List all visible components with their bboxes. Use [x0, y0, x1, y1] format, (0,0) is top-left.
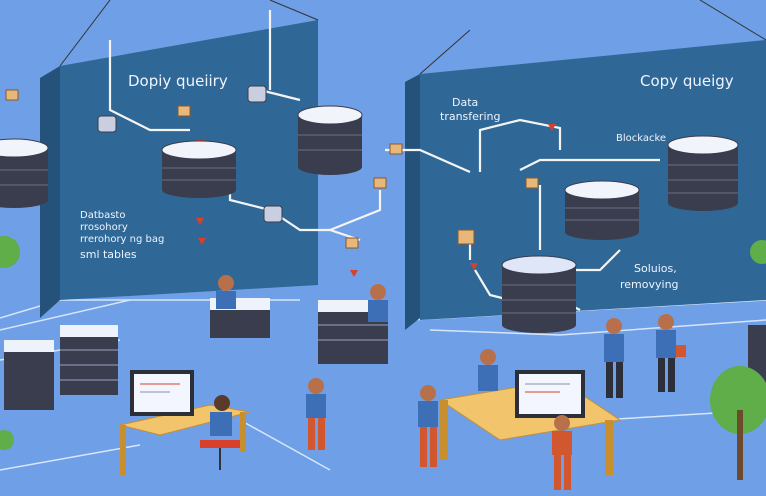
person-at-laptop: [552, 415, 572, 490]
person-standing-desk: [418, 385, 438, 467]
right-board: Copy queigy Data transfering Blockacke S…: [405, 0, 766, 330]
database-cylinder-4: [564, 180, 640, 240]
package-icons: [5, 89, 539, 249]
lock-icons: [97, 85, 283, 223]
monitor-right: [515, 370, 585, 418]
database-cylinder-main: [501, 255, 577, 333]
database-cylinder-5: [667, 135, 739, 211]
tree-left: [0, 236, 20, 450]
person-walking-center: [306, 378, 326, 450]
person-desk-chair: [200, 395, 240, 470]
right-board-title: Copy queigy: [640, 72, 734, 90]
right-board-data-line-2: transfering: [440, 110, 500, 123]
person-server-center: [368, 284, 388, 322]
right-board-blockade: Blockacke: [616, 133, 666, 144]
person-seated-left: [216, 275, 236, 309]
person-desk-right: [478, 349, 498, 391]
server-stack-left: [4, 325, 118, 410]
tree-right: [710, 366, 766, 480]
person-standing-right-2: [656, 314, 686, 392]
left-board-line-4: sml tables: [80, 248, 137, 261]
tree-right-top: [750, 240, 766, 264]
database-cylinder-3: [297, 105, 363, 175]
right-board-solutions-1: Soluios,: [634, 262, 677, 275]
right-board-data-line-1: Data: [452, 96, 478, 109]
left-board-line-3: rrerohory ng bag: [80, 234, 164, 245]
database-cylinder-2: [161, 140, 237, 198]
left-board-line-2: rrosohory: [80, 222, 128, 233]
right-board-solutions-2: removying: [620, 278, 679, 291]
database-cylinder-1: [0, 138, 49, 208]
left-board-line-1: Datbasto: [80, 210, 125, 221]
monitor-left: [130, 370, 194, 416]
person-standing-right-1: [604, 318, 624, 398]
left-board-title: Dopiy queiiry: [128, 72, 228, 90]
